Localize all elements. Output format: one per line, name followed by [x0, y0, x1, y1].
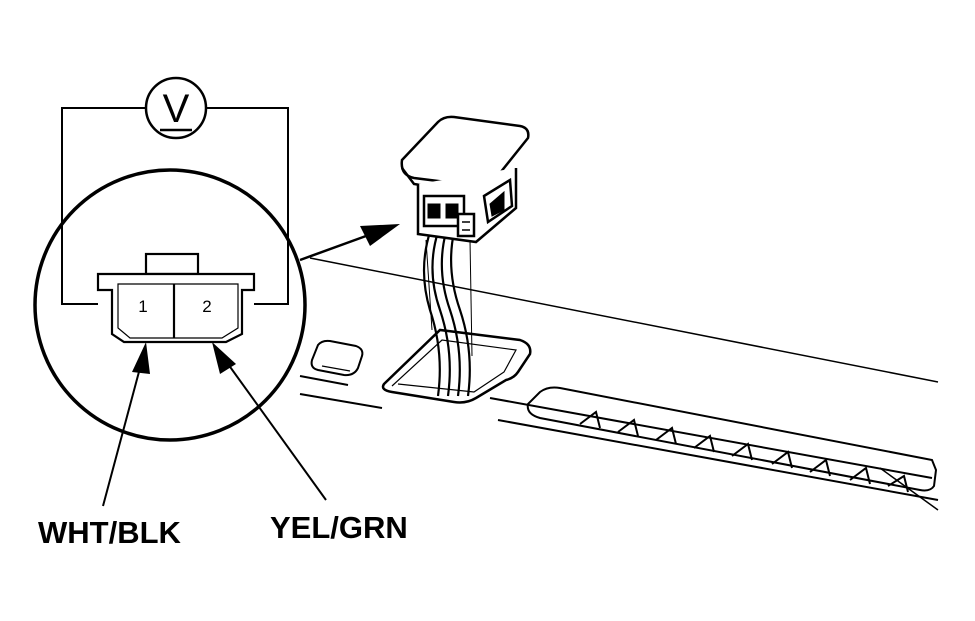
dashboard-panel — [299, 257, 939, 511]
leader-line-pin-2 — [212, 342, 327, 501]
leader-line-pin-1 — [102, 342, 150, 507]
wire-label-yel-grn: YEL/GRN — [270, 510, 408, 545]
vent-slot-right — [526, 386, 938, 493]
wire-harness — [422, 231, 471, 397]
alignment-guides — [425, 239, 473, 357]
vent-slot-left — [310, 339, 364, 377]
voltmeter-icon: V — [144, 76, 208, 140]
connector-face — [96, 252, 256, 344]
magnified-view-circle — [33, 168, 307, 442]
switch-assembly — [400, 115, 530, 244]
pin-1-label: 1 — [138, 297, 147, 316]
pin-2-label: 2 — [202, 297, 211, 316]
callout-arrow — [299, 224, 400, 262]
voltmeter-symbol: V — [163, 87, 190, 131]
meter-test-circuit — [61, 107, 289, 305]
wire-label-wht-blk: WHT/BLK — [38, 515, 182, 550]
panel-opening — [381, 328, 532, 404]
